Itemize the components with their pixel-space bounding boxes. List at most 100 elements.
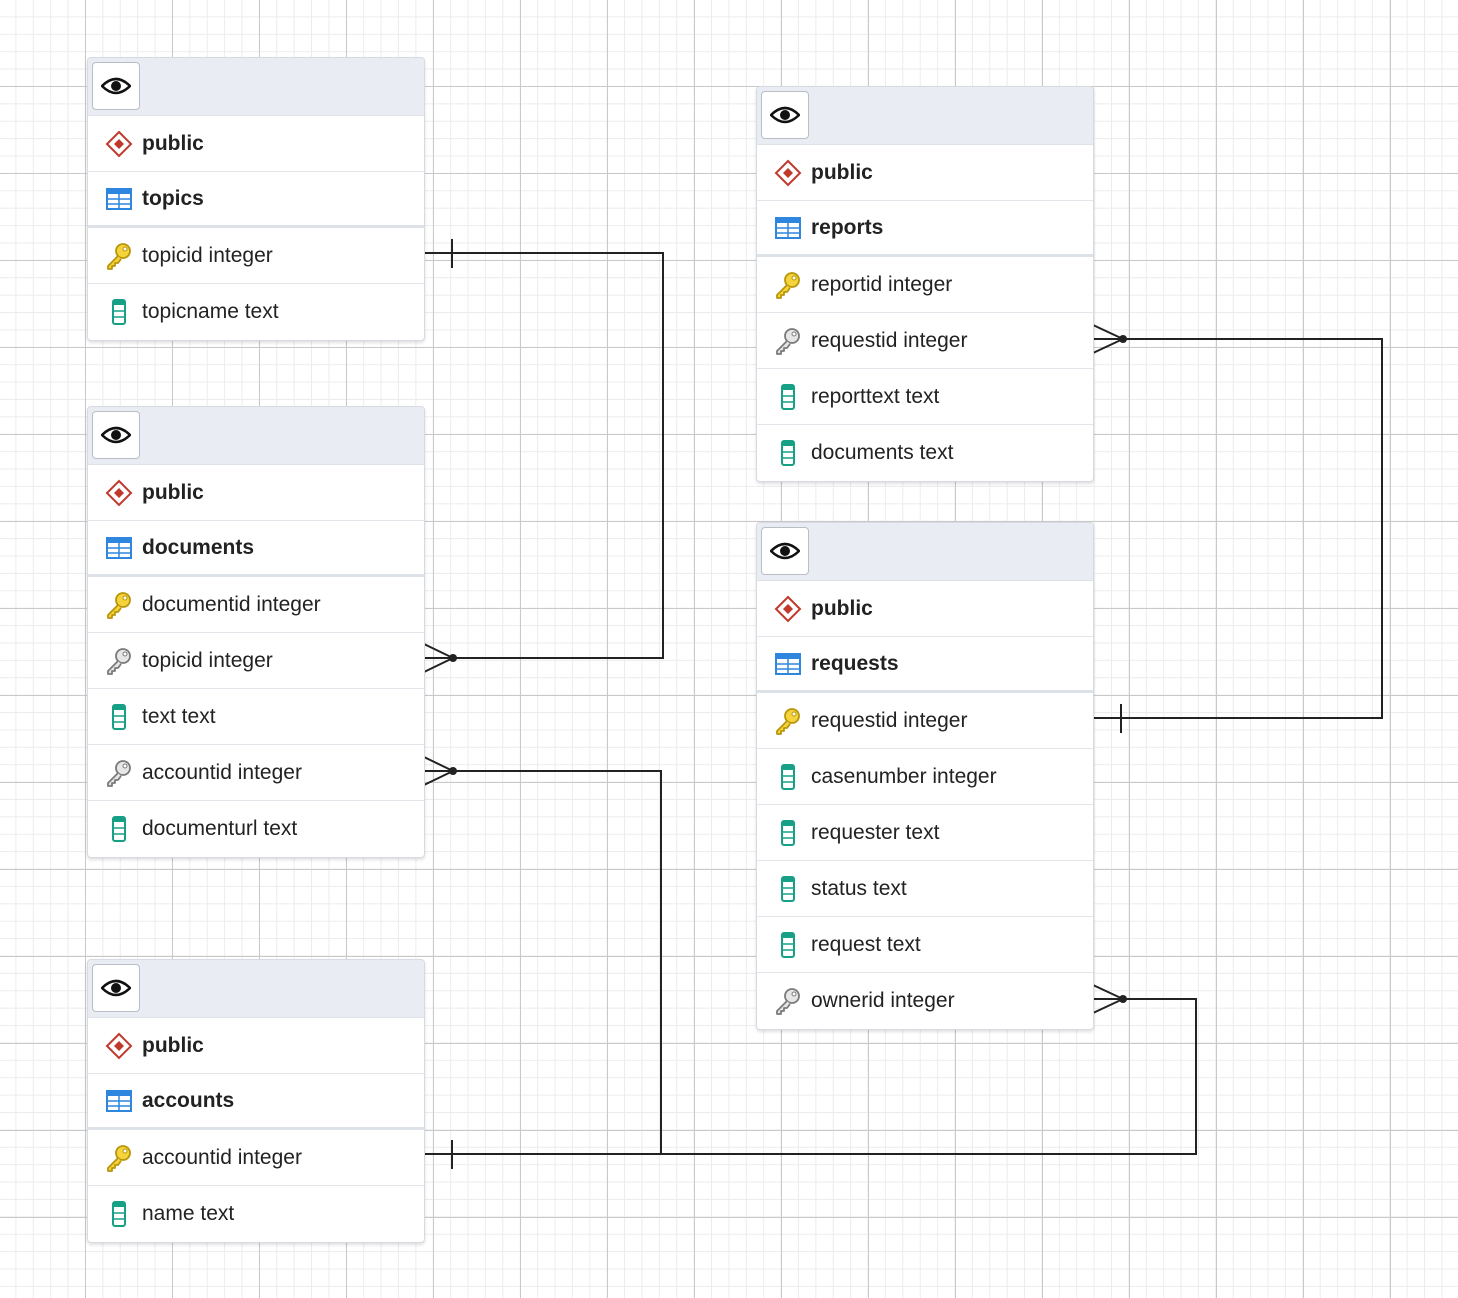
column-icon: [104, 814, 134, 844]
table-name: reports: [811, 215, 884, 239]
column-row[interactable]: status text: [757, 861, 1093, 917]
column-row[interactable]: casenumber integer: [757, 749, 1093, 805]
column-row[interactable]: accountid integer: [88, 745, 424, 801]
column-icon: [104, 297, 134, 327]
eye-icon[interactable]: [92, 964, 140, 1012]
many-marker: [1092, 984, 1124, 1014]
primary-key-icon: [104, 590, 134, 620]
table-name-row: documents: [88, 521, 424, 577]
column-row[interactable]: topicid integer: [88, 228, 424, 284]
schema-row: public: [88, 116, 424, 172]
column-row[interactable]: requester text: [757, 805, 1093, 861]
column-label: topicid integer: [142, 243, 273, 267]
primary-key-icon: [773, 706, 803, 736]
column-icon: [773, 930, 803, 960]
foreign-key-icon: [104, 758, 134, 788]
link-endpoint: [1119, 995, 1127, 1003]
column-label: text text: [142, 704, 216, 728]
link-endpoint: [1119, 335, 1127, 343]
table-name-row: topics: [88, 172, 424, 228]
column-row[interactable]: reporttext text: [757, 369, 1093, 425]
schema-name: public: [811, 596, 873, 620]
column-label: ownerid integer: [811, 989, 955, 1012]
column-label: requester text: [811, 820, 940, 844]
column-label: documents text: [811, 441, 954, 464]
table-icon: [104, 1086, 134, 1116]
many-marker: [423, 756, 454, 786]
eye-icon[interactable]: [92, 62, 140, 110]
node-header: [88, 960, 424, 1018]
column-row[interactable]: documenturl text: [88, 801, 424, 857]
many-marker: [1092, 324, 1124, 354]
table-name: topics: [142, 186, 204, 210]
node-header: [757, 523, 1093, 581]
schema-name: public: [142, 1033, 204, 1057]
column-icon: [104, 1199, 134, 1229]
column-label: casenumber integer: [811, 764, 997, 788]
table-node-documents[interactable]: public documents documentid integer topi…: [87, 406, 425, 858]
link-accounts-documents[interactable]: [424, 770, 662, 1155]
table-name: accounts: [142, 1088, 235, 1112]
link-endpoint: [449, 767, 457, 775]
column-icon: [773, 438, 803, 468]
table-node-topics[interactable]: public topics topicid integer topicname …: [87, 57, 425, 341]
column-label: requestid integer: [811, 328, 968, 352]
column-label: accountid integer: [142, 760, 302, 784]
link-requests-reports[interactable]: [1093, 338, 1383, 719]
column-label: documentid integer: [142, 592, 321, 616]
column-label: documenturl text: [142, 817, 298, 840]
table-node-accounts[interactable]: public accounts accountid integer name t…: [87, 959, 425, 1243]
column-icon: [773, 874, 803, 904]
table-name: documents: [142, 535, 255, 559]
table-node-requests[interactable]: public requests requestid integer casenu…: [756, 522, 1094, 1030]
link-topics-documents[interactable]: [424, 252, 664, 659]
table-node-reports[interactable]: public reports reportid integer requesti…: [756, 86, 1094, 482]
schema-icon: [773, 594, 803, 624]
table-icon: [773, 213, 803, 243]
column-row[interactable]: ownerid integer: [757, 973, 1093, 1029]
column-row[interactable]: reportid integer: [757, 257, 1093, 313]
column-label: reporttext text: [811, 384, 940, 408]
column-label: request text: [811, 932, 921, 956]
column-label: reportid integer: [811, 272, 953, 296]
eye-icon[interactable]: [761, 527, 809, 575]
column-row[interactable]: requestid integer: [757, 693, 1093, 749]
schema-row: public: [88, 1018, 424, 1074]
foreign-key-icon: [773, 326, 803, 356]
column-row[interactable]: request text: [757, 917, 1093, 973]
column-row[interactable]: name text: [88, 1186, 424, 1242]
column-row[interactable]: text text: [88, 689, 424, 745]
primary-key-icon: [104, 241, 134, 271]
column-label: topicid integer: [142, 648, 273, 672]
column-row[interactable]: topicname text: [88, 284, 424, 340]
schema-icon: [104, 478, 134, 508]
link-endpoint: [449, 654, 457, 662]
foreign-key-icon: [104, 646, 134, 676]
schema-name: public: [142, 480, 204, 504]
node-header: [88, 407, 424, 465]
column-icon: [773, 818, 803, 848]
schema-row: public: [757, 581, 1093, 637]
column-row[interactable]: topicid integer: [88, 633, 424, 689]
schema-icon: [104, 129, 134, 159]
table-icon: [104, 184, 134, 214]
schema-row: public: [757, 145, 1093, 201]
link-accounts-requests[interactable]: [661, 998, 1197, 1155]
column-row[interactable]: documentid integer: [88, 577, 424, 633]
eye-icon[interactable]: [92, 411, 140, 459]
column-icon: [104, 702, 134, 732]
column-label: name text: [142, 1202, 235, 1225]
table-name-row: reports: [757, 201, 1093, 257]
column-row[interactable]: requestid integer: [757, 313, 1093, 369]
schema-name: public: [811, 160, 873, 184]
column-icon: [773, 762, 803, 792]
column-row[interactable]: documents text: [757, 425, 1093, 481]
table-name-row: requests: [757, 637, 1093, 693]
schema-row: public: [88, 465, 424, 521]
primary-key-icon: [773, 270, 803, 300]
eye-icon[interactable]: [761, 91, 809, 139]
schema-icon: [104, 1031, 134, 1061]
column-row[interactable]: accountid integer: [88, 1130, 424, 1186]
table-icon: [773, 649, 803, 679]
